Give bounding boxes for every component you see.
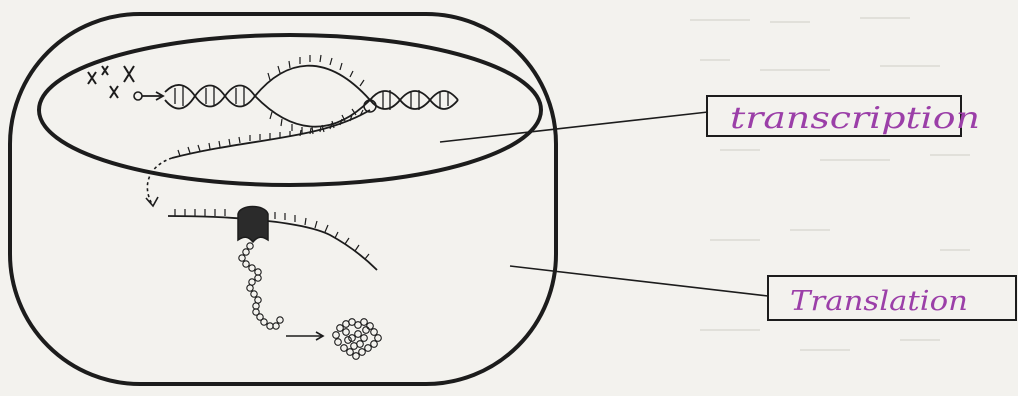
transcription-answer-text: transcription: [730, 101, 980, 136]
folding-arrow-head: [315, 331, 325, 341]
promoter-marker: [133, 91, 143, 101]
cell-membrane: [8, 12, 558, 386]
folded-protein-icon: [332, 318, 382, 360]
polypeptide-chain-icon: [238, 242, 284, 330]
cytoplasm-mrna-strand: [167, 215, 378, 271]
dna-double-helix-icon: [164, 64, 459, 128]
mrna-export-arrow-head: [145, 196, 159, 208]
rna-polymerase-marker: [363, 99, 377, 113]
transcription-answer-box[interactable]: [706, 95, 962, 137]
chromosome-icon: [87, 65, 135, 99]
mrna-export-arrow: [146, 157, 173, 205]
ribosome-icon: [237, 205, 269, 244]
translation-answer-text: Translation: [790, 286, 968, 317]
paper-bleedthrough: [690, 17, 970, 351]
transcription-leader-line: [439, 111, 709, 143]
cytoplasm-mrna-codon-ticks: [174, 209, 370, 260]
nucleus-envelope: [37, 33, 543, 187]
mrna-codon-ticks: [177, 109, 364, 157]
translation-leader-line: [509, 265, 769, 297]
translation-answer-box[interactable]: [767, 275, 1017, 321]
arrow-to-dna-head: [155, 91, 165, 101]
dna-base-pairs: [174, 86, 449, 110]
